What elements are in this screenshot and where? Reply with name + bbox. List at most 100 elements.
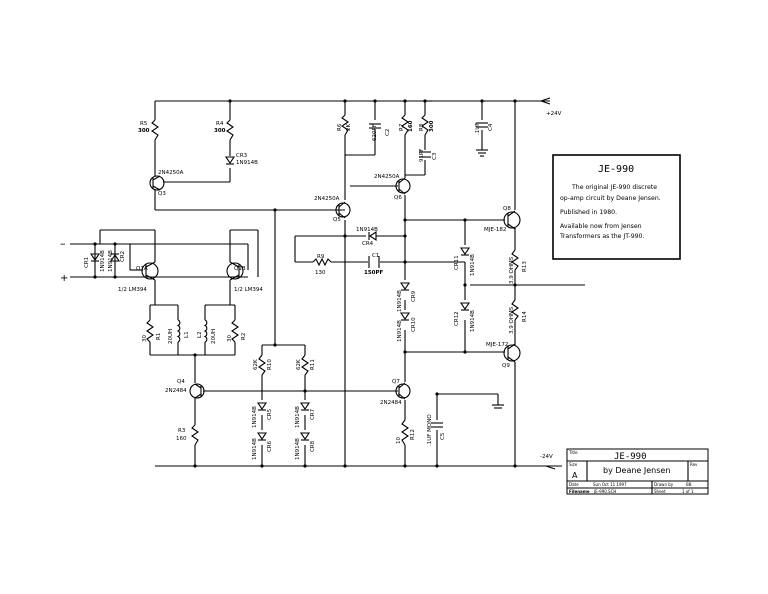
neg-rail-label: -24V [540,454,553,460]
note-line-1: The original JE-990 discrete [571,184,657,191]
tb-size-label: Size [569,462,578,467]
q9-type: MJE-172 [486,342,508,348]
cr8-ref: CR8 [310,440,316,452]
cr5-value: 1N914B [252,406,258,428]
cr5-ref: CR5 [267,408,273,420]
cr4-ref: CR4 [362,241,374,247]
q7-ref: Q7 [392,379,400,385]
cr4-value: 1N914B [356,227,378,233]
q8-ref: Q8 [503,206,511,212]
tb-sheet: 1 of 1 [682,489,694,494]
r10-value: 62K [253,359,259,370]
cr11-ref: CR11 [454,255,460,270]
cr1-value: 1N914B [100,250,106,272]
q5-type: 2N4250A [314,196,340,202]
q1a-ref: Q1A [136,266,148,272]
q4-ref: Q4 [177,379,185,385]
q4-type: 2N2484 [165,388,187,394]
c3-value: 91PF [419,149,425,162]
r10-ref: R10 [267,359,273,370]
r7-value: 160 [408,120,414,132]
r14-value: 3.9 OHMS [509,306,515,334]
circuit-wires [70,100,585,466]
r7-ref: R7 [399,123,405,131]
note-box: JE-990 The original JE-990 discrete op-a… [552,154,681,260]
c4-ref: C4 [488,123,494,131]
tb-drawn-by: BB [686,482,692,487]
c5-ref: C5 [440,432,446,440]
c3-ref: C3 [432,152,438,160]
r8-ref: R8 [419,123,425,131]
q9-ref: Q9 [502,363,510,369]
resistor-symbols [146,114,519,446]
q3-ref: Q3 [158,191,166,197]
cr2-ref: CR2 [120,251,126,262]
q1a-type: 1/2 LM394 [118,287,147,293]
l2-ref: L2 [197,331,203,338]
r14-ref: R14 [522,311,528,322]
r13-value: 3.9 OHMS [509,256,515,284]
tb-title: JE-990 [614,452,647,462]
q1b-ref: Q1B [234,266,246,272]
tb-size: A [572,471,578,480]
q7-type: 2N2484 [380,400,402,406]
r9-value: 130 [315,270,326,276]
tb-subtitle: by Deane Jensen [603,466,670,475]
r12-ref: R12 [410,429,416,440]
note-line-5: Transformers as the JT-990. [559,233,644,240]
cr7-value: 1N914B [295,406,301,428]
cr9-ref: CR9 [411,290,417,302]
inductor-symbols [176,319,208,343]
r2-value: 30 [227,335,233,342]
note-line-4: Available now from Jensen [560,223,642,230]
q8-type: MJE-182 [484,227,506,233]
vertical-labels: CR1 1N914B CR2 1N914B 30 R1 20UH L1 L2 2… [84,120,528,460]
c4-value: .1UF [475,123,481,135]
l1-ref: L1 [184,331,190,338]
cr8-value: 1N914B [295,438,301,460]
r8-value: 300 [429,120,435,132]
inverting-input-label: – [60,237,66,250]
r9-ref: R9 [317,254,325,260]
r1-value: 30 [142,335,148,342]
r11-ref: R11 [310,359,316,370]
c1-ref: C1 [372,253,379,259]
tb-drawn-label: Drawn by [654,482,674,487]
c2-value: 620PF [372,124,378,141]
junction-dots [93,99,517,468]
cr6-value: 1N914B [252,438,258,460]
note-line-2: op-amp circuit by Deane Jensen. [560,195,661,202]
r12-value: 10 [396,437,402,444]
q3-type: 2N4250A [158,170,184,176]
r13-ref: R13 [522,261,528,272]
cr7-ref: CR7 [310,408,316,420]
cr12-value: 1N914B [470,310,476,332]
r5-value: 300 [138,128,150,134]
note-line-3: Published in 1980. [560,209,617,216]
cr11-value: 1N914B [470,254,476,276]
pos-rail-label: +24V [546,111,562,117]
c2-ref: C2 [385,129,391,136]
tb-title-label: Title [568,450,578,455]
transistor-symbols [141,175,521,400]
rail-wires [155,97,562,470]
capacitor-symbols [368,122,488,428]
cr2-value: 1N914B [108,250,114,272]
c5-value: .1UF MONO [427,414,433,446]
r1-ref: R1 [156,333,162,340]
tb-date-label: Date [569,482,579,487]
l2-value: 20UH [211,329,217,344]
r6-value: 2K [346,124,352,131]
r11-value: 62K [296,359,302,370]
q6-type: 2N4250A [374,174,400,180]
cr10-ref: CR10 [411,317,417,332]
cr1-ref: CR1 [84,257,90,268]
tb-sheet-label: Sheet [654,489,666,494]
q5-ref: Q5 [333,217,341,223]
cr10-value: 1N914B [397,320,403,342]
diode-symbols [89,156,471,441]
noninverting-input-label: + [60,273,68,284]
cr9-value: 1N914B [397,290,403,312]
r3-value: 160 [176,436,187,442]
r2-ref: R2 [241,333,247,340]
